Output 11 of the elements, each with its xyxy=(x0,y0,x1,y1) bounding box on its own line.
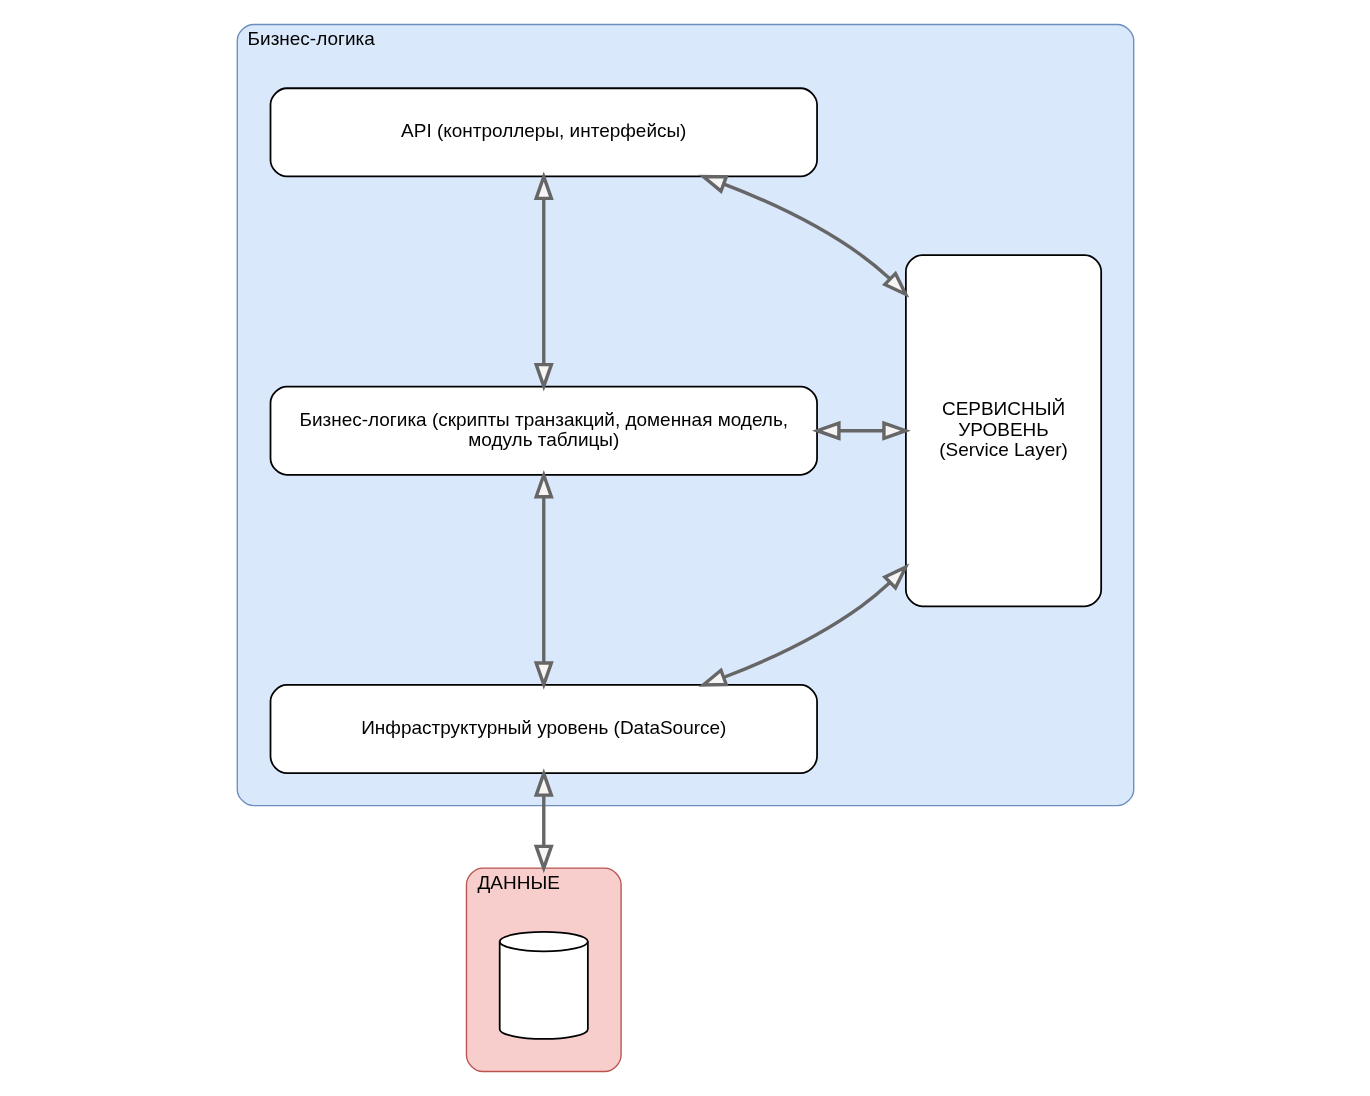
node-box: API (контроллеры, интерфейсы) xyxy=(269,87,818,178)
node-box: Бизнес-логика (скрипты транзакций, доменная модель, модуль таблицы) xyxy=(269,385,818,476)
arrow xyxy=(697,563,909,687)
arrow xyxy=(533,768,554,874)
cluster: ДАННЫЕ xyxy=(465,867,622,1073)
node-box: Инфраструктурный уровень (DataSource) xyxy=(269,684,818,774)
arrow xyxy=(697,174,909,298)
arrow xyxy=(811,420,911,441)
arrow xyxy=(533,469,554,690)
arrow xyxy=(533,171,554,392)
node-box: СЕРВИСНЫЙ УРОВЕНЬ (Service Layer) xyxy=(904,254,1102,608)
